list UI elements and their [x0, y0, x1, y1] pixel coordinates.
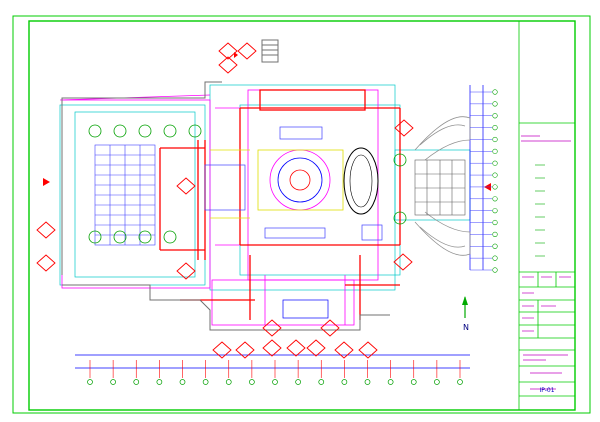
title-block [518, 21, 575, 410]
title-block-green-ticks [535, 164, 545, 257]
plan-blue-lines [75, 85, 484, 369]
axis-bubble [410, 379, 417, 385]
sheet-number: IP-01 [539, 387, 554, 394]
axis-bubble [492, 208, 498, 214]
north-arrow: N [462, 296, 469, 332]
inner-frame [28, 20, 576, 411]
axis-bubble [387, 379, 394, 385]
axis-bubble [457, 379, 463, 385]
axis-bubble [202, 379, 209, 385]
right-grid-axes [470, 89, 498, 273]
plan-boundary [61, 39, 390, 331]
axis-bubble [341, 379, 348, 385]
axis-bubble [492, 136, 498, 143]
plan-walls [159, 89, 401, 320]
north-label: N [463, 323, 469, 332]
annotation-tags-bottom [212, 319, 378, 359]
grid-hall [414, 159, 466, 216]
round-tables [88, 124, 407, 244]
auditorium-seating [94, 144, 156, 246]
axis-bubble [492, 172, 498, 178]
outer-frame [12, 15, 591, 414]
axis-bubble [492, 231, 498, 237]
axis-bubble [156, 379, 163, 385]
yellow-accents [210, 149, 344, 219]
axis-bubble [133, 379, 140, 385]
title-block-notes [521, 135, 571, 390]
axis-bubble [492, 184, 498, 190]
axis-bubble [492, 113, 498, 119]
axis-bubble [492, 89, 498, 95]
axis-bubble [318, 379, 325, 385]
axis-bubble [364, 379, 371, 385]
axis-bubble [87, 379, 93, 385]
axis-bubble [179, 379, 186, 385]
axis-bubble [272, 379, 278, 385]
axis-bubble [249, 379, 255, 385]
axis-bubble [492, 196, 498, 202]
lobby-furniture [204, 126, 383, 241]
bottom-grid-axes [87, 360, 463, 385]
axis-bubble [492, 101, 498, 107]
lobby-feature [269, 147, 379, 215]
fan-terrace [414, 116, 471, 256]
axis-bubble [492, 148, 498, 154]
axis-bubble [492, 124, 498, 131]
annotation-tags-top [218, 42, 257, 74]
axis-bubble [492, 243, 498, 249]
axis-bubble [225, 379, 232, 385]
axis-bubble [434, 379, 440, 385]
axis-bubble [295, 379, 301, 385]
annotation-tags-right [393, 119, 414, 271]
annotation-tags-left [36, 177, 196, 280]
axis-bubble [492, 160, 498, 166]
axis-bubble [110, 379, 116, 385]
axis-bubble [492, 219, 498, 226]
axis-bubble [492, 255, 498, 261]
axis-bubble [492, 267, 498, 273]
